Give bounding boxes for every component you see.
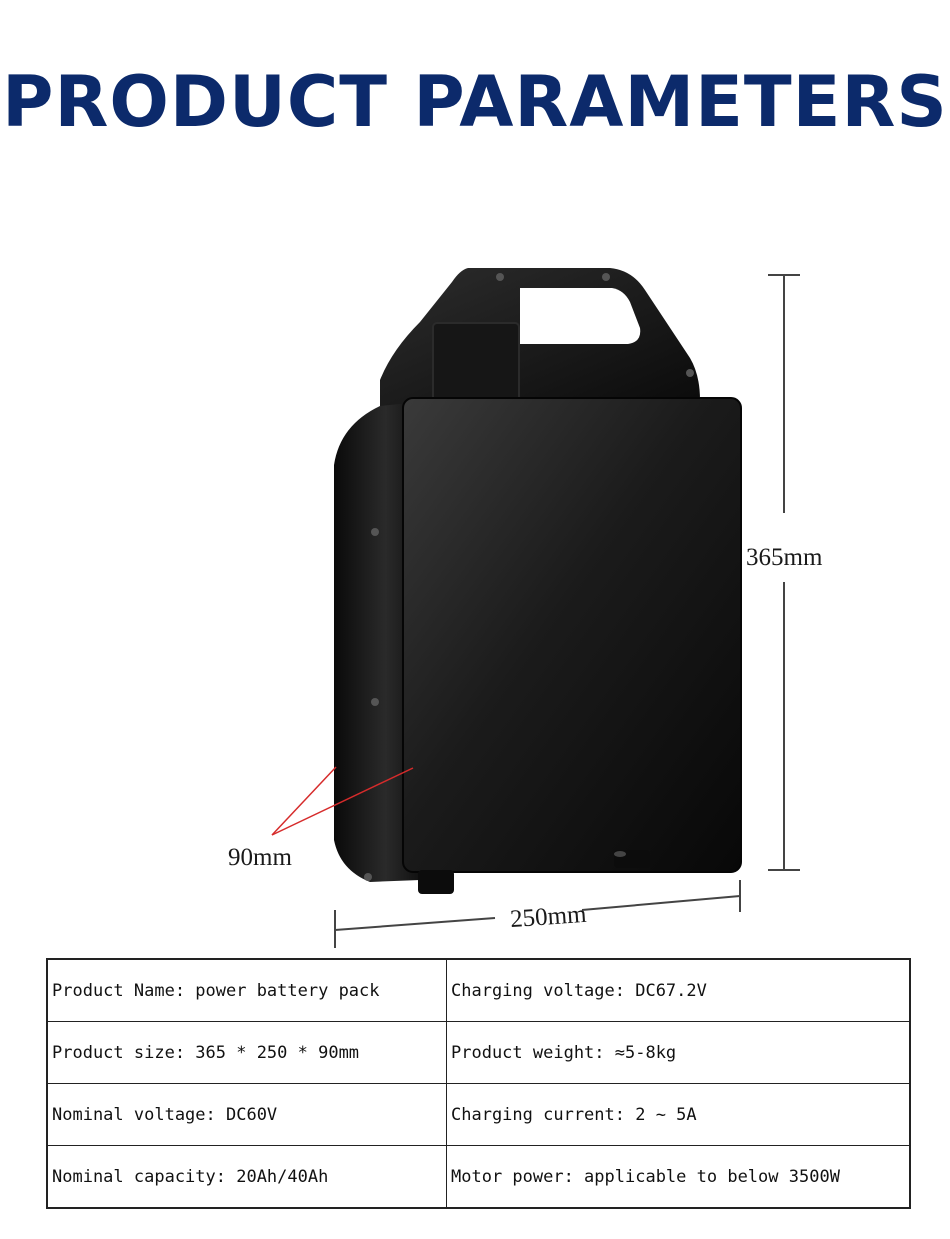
battery-illustration: 365mm 250mm 90mm [228, 268, 823, 948]
table-row: Nominal capacity: 20Ah/40Ah Motor power:… [46, 1145, 911, 1209]
depth-indicator [271, 766, 414, 836]
specifications-table: Product Name: power battery pack Chargin… [46, 958, 911, 1209]
battery-front-panel [402, 397, 742, 873]
spec-product-name: Product Name: power battery pack [46, 958, 447, 1022]
depth-label: 90mm [228, 844, 292, 871]
height-dimension [768, 274, 800, 871]
spec-charging-current: Charging current: 2 ~ 5A [446, 1083, 911, 1146]
spec-product-size: Product size: 365 * 250 * 90mm [46, 1021, 447, 1084]
width-label: 250mm [509, 901, 588, 933]
battery-feet [418, 850, 650, 894]
table-row: Product size: 365 * 250 * 90mm Product w… [46, 1021, 911, 1084]
battery-figure: 365mm 250mm 90mm [0, 230, 950, 960]
spec-nominal-capacity: Nominal capacity: 20Ah/40Ah [46, 1145, 447, 1209]
width-dimension [334, 880, 741, 948]
height-label: 365mm [746, 544, 823, 571]
table-row: Nominal voltage: DC60V Charging current:… [46, 1083, 911, 1146]
spec-nominal-voltage: Nominal voltage: DC60V [46, 1083, 447, 1146]
page-title: PRODUCT PARAMETERS [2, 61, 948, 143]
table-row: Product Name: power battery pack Chargin… [46, 958, 911, 1022]
battery-shell [334, 268, 700, 882]
spec-charging-voltage: Charging voltage: DC67.2V [446, 958, 911, 1022]
spec-motor-power: Motor power: applicable to below 3500W [446, 1145, 911, 1209]
spec-product-weight: Product weight: ≈5-8kg [446, 1021, 911, 1084]
